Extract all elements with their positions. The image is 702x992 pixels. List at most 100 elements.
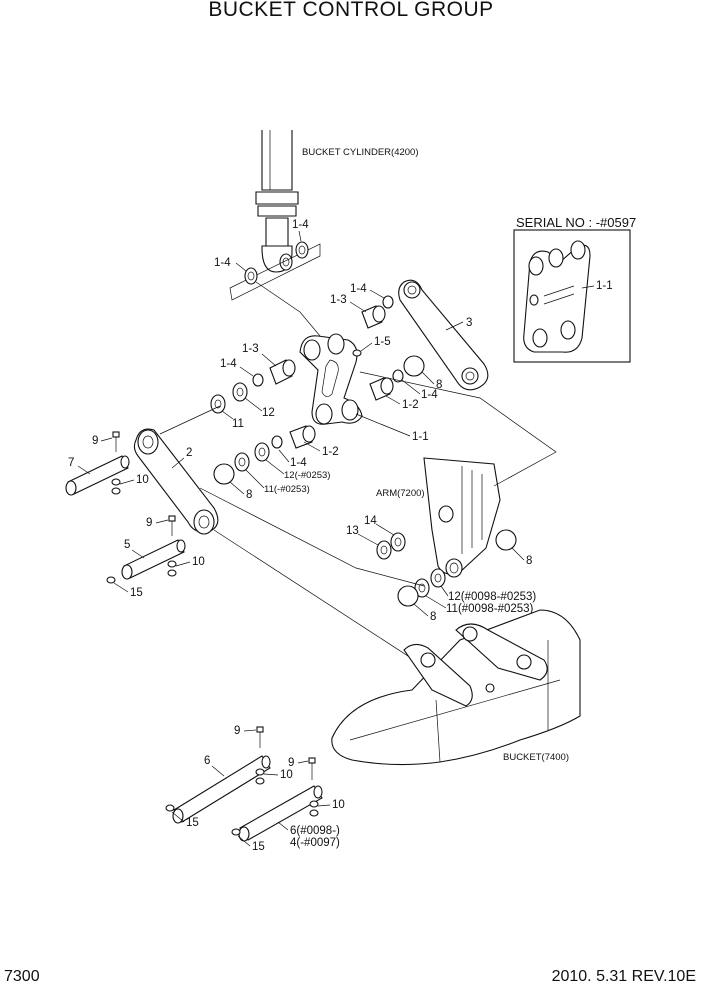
pin-5 xyxy=(121,539,186,580)
shim-washer-13 xyxy=(376,540,392,560)
shim-washer-12 xyxy=(254,442,270,462)
o-ring xyxy=(397,585,419,607)
callout-8: 8 xyxy=(246,489,252,501)
revision-date: 2010. 5.31 REV.10E xyxy=(551,968,696,985)
shim-washer xyxy=(271,435,283,449)
pin-7 xyxy=(65,455,130,496)
guide-link-1-1 xyxy=(299,333,363,425)
callout-15: 15 xyxy=(186,817,199,829)
shim-washer xyxy=(252,373,264,387)
callout-15: 15 xyxy=(252,841,265,853)
callout-1-3: 1-3 xyxy=(242,343,259,355)
bushing-1-3-upper xyxy=(361,305,386,329)
callout-6: 6 xyxy=(204,755,210,767)
callout-8: 8 xyxy=(526,555,532,567)
bolt-9 xyxy=(168,515,176,536)
o-ring xyxy=(495,529,517,551)
lock-washer xyxy=(167,560,177,568)
hex-nut xyxy=(111,487,121,495)
page-title: BUCKET CONTROL GROUP xyxy=(208,0,494,21)
hex-nut xyxy=(309,809,319,817)
pin-4-6-alt xyxy=(238,785,323,842)
callout-14: 14 xyxy=(364,515,377,527)
callout-1-4: 1-4 xyxy=(292,219,309,231)
callout-3: 3 xyxy=(466,317,472,329)
shim-washer xyxy=(392,369,404,383)
callout-9: 9 xyxy=(288,757,294,769)
callout-1-3: 1-3 xyxy=(330,294,347,306)
bucket-cylinder-ref: BUCKET CYLINDER(4200) xyxy=(302,147,419,158)
callout-7: 7 xyxy=(68,457,74,469)
bushing-1-2-right xyxy=(369,377,394,401)
callout-6-alt: 6(#0098-) xyxy=(290,825,340,837)
callout-1-2: 1-2 xyxy=(402,399,419,411)
arm-ref: ARM(7200) xyxy=(376,488,425,499)
shim-washer xyxy=(382,295,394,309)
page-number: 7300 xyxy=(4,968,40,985)
callout-1-1-inset: 1-1 xyxy=(596,280,613,292)
callout-15: 15 xyxy=(130,587,143,599)
shim-washer xyxy=(295,241,309,259)
shim-washer-12 xyxy=(232,382,248,402)
grease-nipple xyxy=(106,576,116,584)
shim-washer xyxy=(244,267,258,285)
bucket-7400 xyxy=(331,609,581,766)
grease-nipple xyxy=(231,828,241,836)
shim-washer-11 xyxy=(234,452,250,472)
lock-washer xyxy=(309,800,319,808)
lock-washer xyxy=(255,768,265,776)
bushing-1-3-lower xyxy=(269,359,296,385)
shim-washer-11 xyxy=(210,394,226,414)
link-3 xyxy=(398,279,489,391)
grease-nipple xyxy=(165,804,175,812)
callout-2: 2 xyxy=(186,447,192,459)
bucket-ref: BUCKET(7400) xyxy=(503,752,569,763)
callout-1-4: 1-4 xyxy=(290,457,307,469)
callout-1-4: 1-4 xyxy=(214,257,231,269)
callout-4-alt: 4(-#0097) xyxy=(290,837,340,849)
bushing-1-2-left xyxy=(289,425,316,449)
o-ring xyxy=(213,463,235,485)
lock-washer xyxy=(111,478,121,486)
callout-8: 8 xyxy=(430,611,436,623)
callout-1-5: 1-5 xyxy=(374,336,391,348)
grease-fitting xyxy=(352,349,362,357)
shim-washer-14 xyxy=(390,532,406,552)
link-2 xyxy=(133,428,219,535)
callout-12: 12(-#0253) xyxy=(284,470,330,481)
pin-6 xyxy=(172,755,271,824)
callout-8: 8 xyxy=(436,379,442,391)
callout-11: 11 xyxy=(232,418,244,430)
hex-nut xyxy=(255,777,265,785)
callout-11: 11(-#0253) xyxy=(264,484,310,495)
callout-10: 10 xyxy=(280,769,293,781)
callout-10: 10 xyxy=(192,556,205,568)
callout-12: 12(#0098-#0253) xyxy=(448,591,536,603)
callout-1-1: 1-1 xyxy=(412,431,429,443)
arm-7200 xyxy=(423,457,501,578)
bolt-9 xyxy=(308,757,316,780)
callout-1-4: 1-4 xyxy=(350,283,367,295)
callout-1-4: 1-4 xyxy=(421,389,438,401)
serial-inset xyxy=(513,229,631,363)
shim-washer-12 xyxy=(430,568,446,588)
bucket-cylinder xyxy=(255,130,299,273)
bolt-9 xyxy=(256,726,264,748)
callout-11: 11(#0098-#0253) xyxy=(446,603,534,615)
callout-1-2: 1-2 xyxy=(322,446,339,458)
shim-washer-11 xyxy=(414,578,430,598)
callout-10: 10 xyxy=(332,799,345,811)
o-ring xyxy=(403,355,425,377)
callout-9: 9 xyxy=(92,435,98,447)
callout-5: 5 xyxy=(124,539,130,551)
callout-9: 9 xyxy=(234,725,240,737)
callout-12: 12 xyxy=(262,407,275,419)
callout-1-4: 1-4 xyxy=(220,358,237,370)
callout-13: 13 xyxy=(346,525,359,537)
bolt-9 xyxy=(112,431,120,452)
callout-10: 10 xyxy=(136,474,149,486)
serial-note: SERIAL NO : -#0597 xyxy=(516,215,636,230)
callout-9: 9 xyxy=(146,517,152,529)
